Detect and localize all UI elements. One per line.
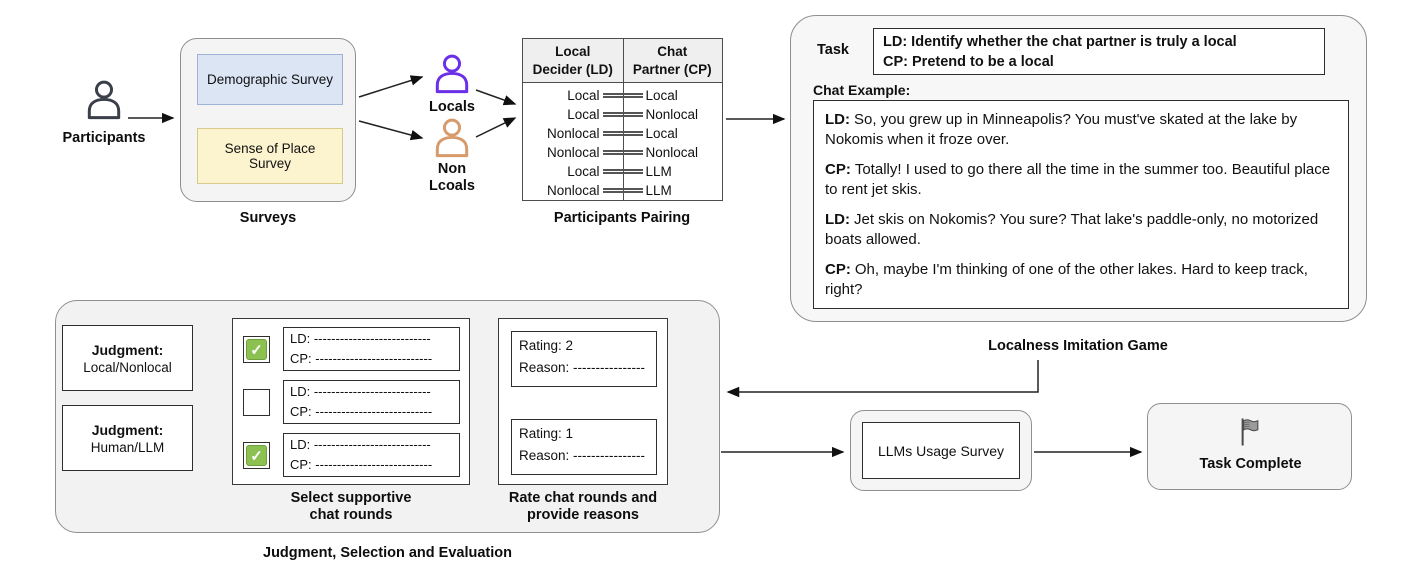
nonlocals-person-icon: [435, 118, 469, 158]
chat-speaker: LD:: [825, 111, 850, 128]
checkbox-checked: ✓: [243, 336, 270, 363]
chat-round-box: LD: --------------------------- CP: ----…: [283, 327, 460, 371]
locals-person-icon: [435, 54, 469, 94]
judgment-section-label: Judgment, Selection and Evaluation: [263, 545, 512, 561]
pair-link-icon: [602, 150, 643, 155]
checkmark-icon: ✓: [246, 445, 267, 466]
chat-example-box: LD:So, you grew up in Minneapolis? You m…: [813, 100, 1349, 309]
participants-person-icon: [87, 80, 121, 120]
participants-label: Participants: [62, 130, 146, 146]
arrow-game-to-judgment: [726, 360, 1039, 398]
judgment-title: Judgment:: [91, 421, 164, 438]
rating-box: Rating: 1 Reason: ----------------: [511, 419, 657, 475]
flag-icon: [1241, 418, 1259, 446]
pair-link-icon: [602, 131, 643, 136]
rating-box: Rating: 2 Reason: ----------------: [511, 331, 657, 387]
llms-survey-box: LLMs Usage Survey: [862, 422, 1020, 479]
nonlocals-label-line2: Lcoals: [429, 178, 475, 194]
pair-link-icon: [602, 169, 643, 174]
pair-link-icon: [602, 93, 643, 98]
pairing-column-divider: [622, 39, 625, 200]
task-complete-label: Task Complete: [1199, 456, 1302, 472]
checkbox-unchecked: [243, 389, 270, 416]
chat-message: LD:Jet skis on Nokomis? You sure? That l…: [825, 211, 1319, 248]
chat-speaker: LD:: [825, 211, 850, 228]
rate-rounds-box: Rating: 2 Reason: ---------------- Ratin…: [498, 318, 668, 485]
task-description-box: LD: Identify whether the chat partner is…: [873, 28, 1325, 75]
select-rounds-box: ✓ LD: --------------------------- CP: --…: [232, 318, 470, 485]
checkmark-icon: ✓: [246, 339, 267, 360]
pairing-header-cp: Chat Partner (CP): [632, 44, 712, 77]
surveys-label: Surveys: [239, 210, 297, 226]
game-label: Localness Imitation Game: [988, 338, 1168, 354]
chat-speaker: CP:: [825, 161, 851, 178]
pair-link-icon: [602, 188, 643, 193]
checkmark-icon: [246, 392, 267, 413]
chat-message: CP:Oh, maybe I'm thinking of one of the …: [825, 261, 1308, 298]
pairing-table: Local Decider (LD) Chat Partner (CP) Loc…: [522, 38, 723, 201]
arrow-surveys-to-nonlocals: [358, 120, 424, 141]
task-ld-line: LD: Identify whether the chat partner is…: [883, 34, 1237, 50]
checkbox-checked: ✓: [243, 442, 270, 469]
chat-round-box: LD: --------------------------- CP: ----…: [283, 380, 460, 424]
task-cp-line: CP: Pretend to be a local: [883, 53, 1054, 70]
arrow-nonlocals-to-pairing: [475, 117, 517, 138]
demographic-survey-box: Demographic Survey: [197, 54, 343, 105]
judgment-value: Human/LLM: [90, 439, 165, 455]
sense-of-place-survey-box: Sense of Place Survey: [197, 128, 343, 184]
judgment-human-box: Judgment: Human/LLM: [62, 405, 193, 471]
pairing-header-ld: Local Decider (LD): [532, 44, 613, 77]
llms-survey-panel: LLMs Usage Survey: [850, 410, 1032, 491]
judgment-local-box: Judgment: Local/Nonlocal: [62, 325, 193, 391]
chat-message: LD:So, you grew up in Minneapolis? You m…: [825, 111, 1298, 148]
chat-message: CP:Totally! I used to go there all the t…: [825, 161, 1331, 198]
nonlocals-label-line1: Non: [437, 161, 467, 177]
rate-rounds-label: Rate chat rounds and provide reasons: [508, 490, 658, 524]
game-task-label: Task: [817, 42, 849, 58]
pair-link-icon: [602, 112, 643, 117]
chat-example-label: Chat Example:: [813, 82, 911, 98]
pairing-label: Participants Pairing: [553, 210, 691, 226]
arrow-surveys-to-locals: [358, 75, 424, 98]
locals-label: Locals: [429, 99, 475, 115]
select-rounds-label: Select supportive chat rounds: [290, 490, 412, 524]
chat-round-box: LD: --------------------------- CP: ----…: [283, 433, 460, 477]
judgment-value: Local/Nonlocal: [83, 359, 172, 375]
game-panel: Task LD: Identify whether the chat partn…: [790, 15, 1367, 322]
task-complete-panel: Task Complete: [1147, 403, 1352, 490]
judgment-title: Judgment:: [91, 341, 164, 358]
chat-speaker: CP:: [825, 261, 851, 278]
